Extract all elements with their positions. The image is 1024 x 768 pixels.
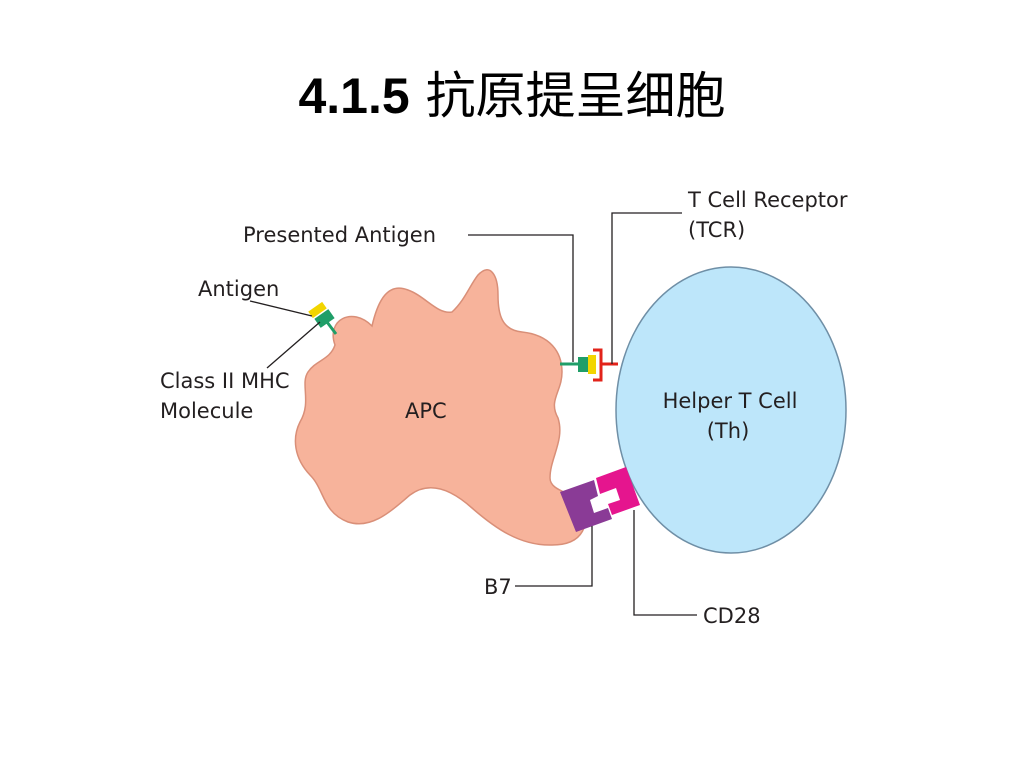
slide-title: 4.1.5 抗原提呈细胞 <box>0 56 1024 136</box>
label-mhc-line2: Molecule <box>160 399 253 423</box>
label-mhc-line1: Class II MHC <box>160 369 290 393</box>
label-cd28: CD28 <box>703 604 761 628</box>
label-b7: B7 <box>484 575 512 599</box>
cd28-molecule <box>596 467 640 515</box>
leader-antigen <box>249 300 313 317</box>
mhc-molecule-right <box>578 357 588 372</box>
label-th-line2: (Th) <box>707 419 750 443</box>
tcr-molecule <box>593 348 618 382</box>
helper-t-cell <box>615 266 847 554</box>
label-antigen: Antigen <box>198 277 279 301</box>
leader-presented-antigen <box>468 234 574 362</box>
label-th-line1: Helper T Cell <box>663 389 798 413</box>
leader-mhc <box>266 321 321 369</box>
label-presented-antigen: Presented Antigen <box>243 223 436 247</box>
label-tcr-line1: T Cell Receptor <box>687 188 848 212</box>
title-text: 抗原提呈细胞 <box>425 67 726 125</box>
label-apc: APC <box>405 399 447 423</box>
title-number: 4.1.5 <box>298 68 410 124</box>
apc-cell <box>294 269 586 546</box>
mhc-stalk-left <box>325 321 338 335</box>
leader-b7 <box>515 526 593 587</box>
presented-antigen-molecule <box>588 355 596 374</box>
antigen-molecule <box>308 301 327 319</box>
leader-tcr <box>611 212 682 364</box>
leader-cd28 <box>633 510 697 616</box>
b7-molecule <box>560 480 612 532</box>
label-tcr-line2: (TCR) <box>688 218 745 242</box>
